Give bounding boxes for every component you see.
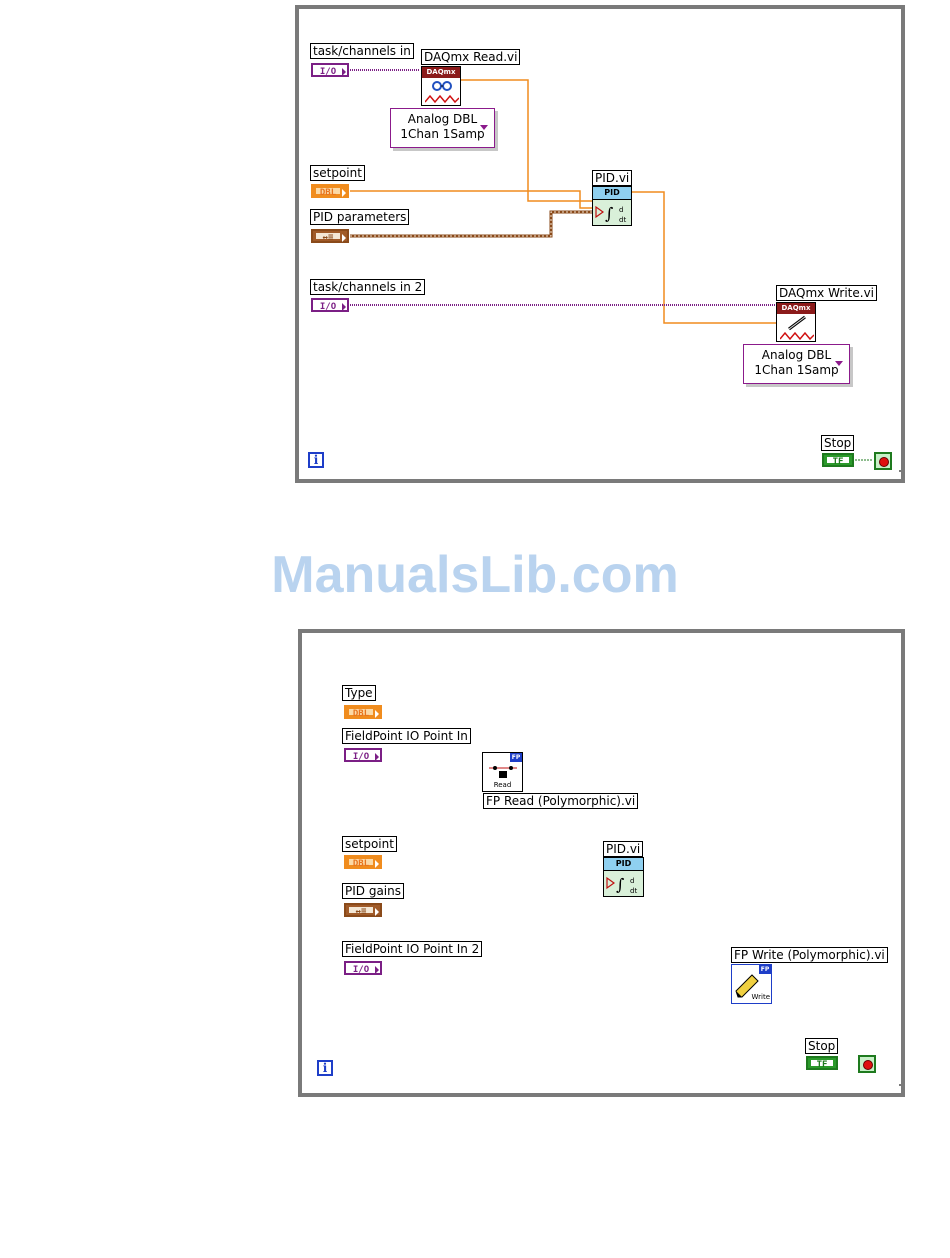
task-channels-in-2-terminal[interactable]: I/O bbox=[311, 298, 349, 312]
dropdown-arrow-icon bbox=[480, 125, 488, 130]
ring-line-2: 1Chan 1Samp bbox=[754, 363, 839, 377]
while-loop-1 bbox=[295, 5, 905, 483]
stop-terminal-2[interactable]: TF bbox=[806, 1056, 838, 1070]
cluster-type-glyph: ↔≡ bbox=[349, 907, 373, 917]
task-channels-in-terminal[interactable]: I/O bbox=[311, 63, 349, 77]
daqmx-banner: DAQmx bbox=[777, 303, 815, 314]
terminal-arrow-icon bbox=[342, 68, 346, 76]
pid-parameters-label: PID parameters bbox=[310, 209, 410, 225]
wire-read-to-pid bbox=[461, 79, 592, 202]
while-loop-2 bbox=[298, 629, 905, 1097]
cluster-type-glyph: ↔≡ bbox=[316, 233, 340, 243]
terminal-arrow-icon bbox=[342, 189, 346, 197]
daqmx-read-label: DAQmx Read.vi bbox=[421, 49, 521, 65]
pid-gains-label: PID gains bbox=[342, 883, 404, 899]
terminal-arrow-icon bbox=[375, 860, 379, 868]
pid-parameters-terminal[interactable]: ↔≡ bbox=[311, 229, 349, 243]
glasses-icon bbox=[432, 81, 452, 91]
pid-integral-icon: ∫ d dt bbox=[606, 875, 637, 895]
stop-terminal[interactable]: TF bbox=[822, 453, 854, 467]
ring-line-1: Analog DBL bbox=[407, 112, 478, 126]
wire-setpoint-to-pid bbox=[350, 190, 592, 209]
dropdown-arrow-icon bbox=[835, 361, 843, 366]
waveform-icon bbox=[425, 94, 459, 104]
svg-text:∫: ∫ bbox=[616, 875, 624, 894]
fp-badge: FP bbox=[759, 965, 771, 974]
setpoint-terminal[interactable]: DBL bbox=[311, 184, 349, 198]
iteration-terminal-icon: i bbox=[308, 452, 324, 468]
fieldpoint-io-point-in-label: FieldPoint IO Point In bbox=[342, 728, 471, 744]
svg-text:d: d bbox=[630, 877, 634, 885]
fieldpoint-io-point-in-2-label: FieldPoint IO Point In 2 bbox=[342, 941, 483, 957]
fieldpoint-io-point-in-terminal[interactable]: I/O bbox=[344, 748, 382, 762]
watermark: ManualsLib.com bbox=[271, 546, 679, 604]
svg-text:∫: ∫ bbox=[605, 204, 613, 223]
terminal-arrow-icon bbox=[342, 303, 346, 311]
io-type-glyph: I/O bbox=[349, 965, 373, 975]
io-type-glyph: I/O bbox=[349, 752, 373, 762]
fieldpoint-io-point-in-2-terminal[interactable]: I/O bbox=[344, 961, 382, 975]
svg-text:dt: dt bbox=[630, 887, 637, 895]
pid-gains-terminal[interactable]: ↔≡ bbox=[344, 903, 382, 917]
iteration-terminal-icon-2: i bbox=[317, 1060, 333, 1076]
wire-pid-to-write bbox=[632, 191, 776, 324]
loop-2-corner-tab bbox=[899, 1084, 905, 1086]
io-type-glyph: I/O bbox=[316, 302, 340, 312]
setpoint-terminal-2[interactable]: DBL bbox=[344, 855, 382, 869]
stop-label: Stop bbox=[821, 435, 855, 451]
bool-type-glyph: TF bbox=[811, 1060, 833, 1070]
terminal-arrow-icon bbox=[375, 908, 379, 916]
daqmx-write-vi[interactable]: DAQmx bbox=[776, 302, 816, 342]
fp-read-label: FP Read (Polymorphic).vi bbox=[483, 793, 639, 809]
daqmx-banner: DAQmx bbox=[422, 67, 460, 78]
loop-1-corner-tab bbox=[899, 470, 905, 472]
read-node-icon bbox=[489, 766, 517, 778]
write-icon-text: Write bbox=[751, 993, 770, 1001]
pid-vi-label: PID.vi bbox=[592, 170, 633, 186]
task-channels-in-label: task/channels in bbox=[310, 43, 414, 59]
type-terminal[interactable]: DBL bbox=[344, 705, 382, 719]
bool-type-glyph: TF bbox=[827, 457, 849, 467]
pid-banner: PID bbox=[593, 187, 631, 200]
pid-integral-icon: ∫ d dt bbox=[595, 204, 626, 224]
pid-vi-2[interactable]: PID ∫ d dt bbox=[603, 857, 644, 897]
svg-text:dt: dt bbox=[619, 216, 626, 224]
waveform-icon bbox=[780, 331, 814, 341]
loop-condition-stop-icon-2[interactable] bbox=[858, 1055, 876, 1073]
daqmx-read-vi[interactable]: DAQmx bbox=[421, 66, 461, 106]
daqmx-read-type-selector[interactable]: Analog DBL 1Chan 1Samp bbox=[390, 108, 495, 148]
ring-line-2: 1Chan 1Samp bbox=[400, 127, 485, 141]
pencil-icon bbox=[788, 315, 806, 331]
dbl-type-glyph: DBL bbox=[349, 709, 373, 719]
pencil-icon bbox=[735, 974, 759, 998]
pid-banner: PID bbox=[604, 858, 643, 871]
dbl-type-glyph: DBL bbox=[316, 188, 340, 198]
terminal-arrow-icon bbox=[342, 234, 346, 242]
terminal-arrow-icon bbox=[375, 710, 379, 718]
pid-vi[interactable]: PID ∫ d dt bbox=[592, 186, 632, 226]
fp-write-vi[interactable]: FP Write bbox=[731, 964, 772, 1004]
io-type-glyph: I/O bbox=[316, 67, 340, 77]
pid-vi-label-2: PID.vi bbox=[603, 841, 644, 857]
svg-text:d: d bbox=[619, 206, 623, 214]
read-icon-text: Read bbox=[493, 781, 512, 789]
dbl-type-glyph: DBL bbox=[349, 859, 373, 869]
fp-write-label: FP Write (Polymorphic).vi bbox=[731, 947, 888, 963]
fp-read-vi[interactable]: FP Read bbox=[482, 752, 523, 792]
terminal-arrow-icon bbox=[375, 966, 379, 974]
stop-label-2: Stop bbox=[805, 1038, 839, 1054]
setpoint-label: setpoint bbox=[310, 165, 365, 181]
task-channels-in-2-label: task/channels in 2 bbox=[310, 279, 426, 295]
daqmx-write-type-selector[interactable]: Analog DBL 1Chan 1Samp bbox=[743, 344, 850, 384]
type-label: Type bbox=[342, 685, 376, 701]
terminal-arrow-icon bbox=[375, 753, 379, 761]
fp-badge: FP bbox=[510, 753, 522, 762]
daqmx-write-label: DAQmx Write.vi bbox=[776, 285, 878, 301]
setpoint-label-2: setpoint bbox=[342, 836, 397, 852]
loop-condition-stop-icon[interactable] bbox=[874, 452, 892, 470]
ring-line-1: Analog DBL bbox=[761, 348, 832, 362]
